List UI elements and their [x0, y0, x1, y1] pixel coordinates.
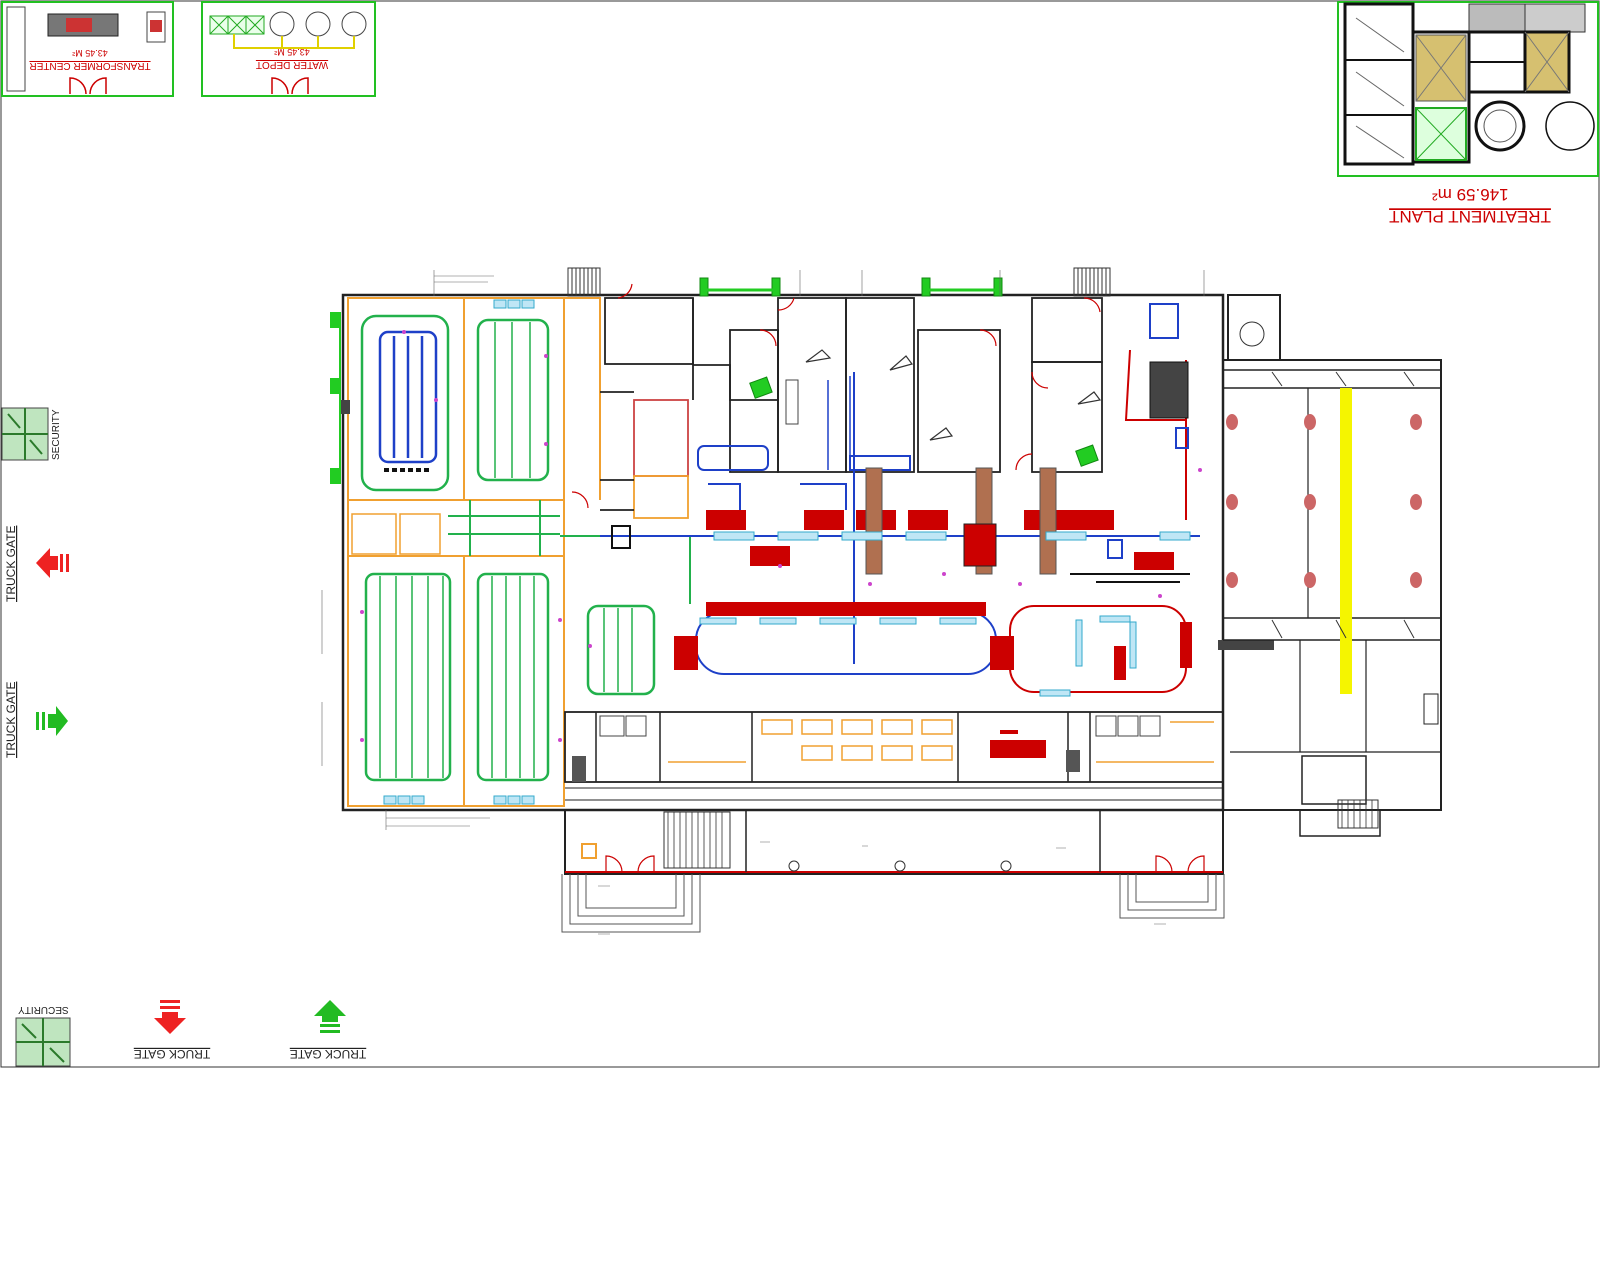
- door-swing-icon: [605, 855, 1205, 873]
- left-truck-gate-in[interactable]: TRUCK GATE: [4, 526, 69, 602]
- left-security-booth[interactable]: SECURITY: [1, 407, 62, 461]
- bottom-truck-gate-out-label: TRUCK GATE: [290, 1047, 366, 1061]
- dispatch-annex[interactable]: [1223, 321, 1441, 829]
- water-title-label: WATER DEPOT: [256, 59, 328, 70]
- main-building: [321, 267, 1442, 935]
- water-depot-block[interactable]: 43.45 M² WATER DEPOT: [201, 1, 376, 97]
- bottom-truck-gate-in-label: TRUCK GATE: [134, 1047, 210, 1061]
- processing-line[interactable]: [600, 303, 1274, 697]
- left-truck-gate-in-label: TRUCK GATE: [4, 526, 18, 602]
- entrance-lobby[interactable]: [561, 810, 1225, 933]
- bottom-security-label: SECURITY: [18, 1004, 69, 1015]
- arrow-left-icon: [36, 548, 58, 578]
- upper-rooms[interactable]: [600, 297, 1103, 519]
- left-security-label: SECURITY: [51, 409, 62, 460]
- transformer-center-block[interactable]: 43.45 M² TRANSFORMER CENTER: [1, 1, 174, 97]
- door-swing-icon: [271, 77, 309, 95]
- treatment-title-label: TREATMENT PLANT: [1389, 207, 1551, 226]
- left-truck-gate-out[interactable]: TRUCK GATE: [4, 682, 68, 758]
- bottom-truck-gate-out[interactable]: TRUCK GATE: [290, 1000, 366, 1061]
- left-truck-gate-out-label: TRUCK GATE: [4, 682, 18, 758]
- transformer-area-label: 43.45 M²: [72, 48, 108, 58]
- cold-storage-halls[interactable]: [347, 297, 691, 807]
- treatment-area-label: 146.59 m²: [1432, 185, 1509, 204]
- bottom-truck-gate-in[interactable]: TRUCK GATE: [134, 1000, 210, 1061]
- bottom-security-booth[interactable]: SECURITY: [15, 1004, 71, 1067]
- arrow-up-icon: [314, 1000, 346, 1022]
- treatment-plant-block[interactable]: 146.59 m² TREATMENT PLANT: [1337, 1, 1599, 226]
- arrow-right-icon: [48, 706, 68, 736]
- transformer-title-label: TRANSFORMER CENTER: [29, 60, 150, 71]
- yellow-rail: [1340, 388, 1352, 694]
- door-swing-icon: [69, 77, 107, 95]
- water-area-label: 43.45 M²: [274, 47, 310, 57]
- annex-outline: [1222, 359, 1442, 811]
- arrow-down-icon: [154, 1012, 186, 1034]
- drawing-frame: [0, 0, 1600, 1068]
- lower-rooms[interactable]: [564, 711, 1224, 801]
